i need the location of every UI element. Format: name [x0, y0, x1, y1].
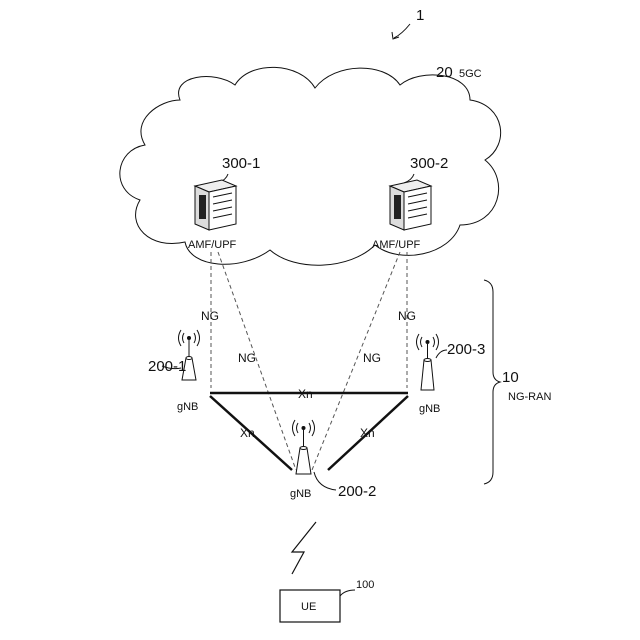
gnb-3-antenna-icon [417, 334, 439, 390]
ue-leader [340, 590, 355, 596]
figure-ref: 1 [416, 7, 424, 24]
ng-link-300-2-200-2 [312, 252, 400, 470]
gnb-1-ref: 200-1 [148, 358, 186, 375]
gnb-2-ref: 200-2 [338, 483, 376, 500]
ran-bracket [484, 280, 500, 484]
xn-label-right: Xn [360, 426, 375, 440]
core-ref: 20 [436, 64, 453, 81]
ue-ref: 100 [356, 579, 374, 591]
xn-label-left: Xn [240, 426, 255, 440]
gnb-2-leader [314, 472, 336, 490]
gnb-3-label: gNB [419, 403, 440, 415]
core-name: 5GC [459, 68, 482, 80]
gnb-2-antenna-icon [293, 420, 315, 474]
gnb-3-ref: 200-3 [447, 341, 485, 358]
gnb-2-label: gNB [290, 488, 311, 500]
gnb-3-leader [436, 350, 447, 358]
ue-label: UE [301, 601, 316, 613]
ran-ref: 10 [502, 369, 519, 386]
server-2-ref: 300-2 [410, 155, 448, 172]
server-1-icon [195, 180, 236, 230]
server-1-ref: 300-1 [222, 155, 260, 172]
xn-label-top: Xn [298, 387, 313, 401]
server-2-label: AMF/UPF [372, 239, 421, 251]
ran-name: NG-RAN [508, 391, 551, 403]
ng-label-1: NG [201, 309, 219, 323]
server-1-label: AMF/UPF [188, 239, 237, 251]
ng-label-2: NG [238, 351, 256, 365]
gnb-1-label: gNB [177, 401, 198, 413]
figure-ref-arrow [394, 24, 410, 38]
radio-link-lightning-icon [292, 522, 316, 574]
server-2-icon [390, 180, 431, 230]
ng-label-3: NG [363, 351, 381, 365]
ng-label-4: NG [398, 309, 416, 323]
